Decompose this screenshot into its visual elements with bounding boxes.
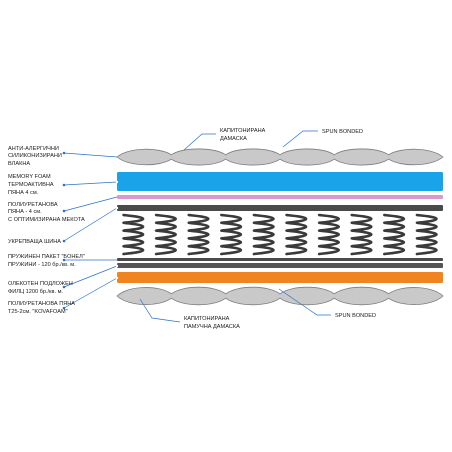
spring-coil xyxy=(252,213,275,256)
leader-bottom-spun xyxy=(278,288,331,316)
label-bottom-spun-bonded: SPUN BONDED xyxy=(335,313,376,319)
bottom-quilted-fabric xyxy=(116,286,444,306)
soft-foam-layer xyxy=(117,195,443,199)
spring-coil xyxy=(187,213,210,256)
spring-coil xyxy=(350,213,373,256)
orange-foam-layer xyxy=(117,272,443,283)
spring-coil xyxy=(220,213,243,256)
leader-top-damask xyxy=(183,133,216,151)
leader-t25-foam xyxy=(63,277,118,309)
bottom-quilted-layer xyxy=(116,286,444,306)
spring-coil xyxy=(317,213,340,256)
layer-markers xyxy=(115,180,119,280)
label-top-spun-bonded: SPUN BONDED xyxy=(322,129,363,135)
leader-dot xyxy=(62,209,66,213)
leader-memory-foam xyxy=(63,181,118,186)
leader-dot xyxy=(62,183,66,187)
leader-dots xyxy=(62,151,66,310)
label-felt-base: ОЛЕКОТЕН ПОДЛОЖЕН ФИЛЦ 1200 бр./кв. м. xyxy=(8,281,74,295)
spring-coil xyxy=(154,213,177,256)
leader-reinforcing-strip xyxy=(63,207,118,242)
spring-coil xyxy=(285,213,308,256)
layer-marker xyxy=(115,264,119,268)
label-polyurethane-foam-t25: ПОЛИУРЕТАНОВА ПЯНА Т25-2см. "KOVAFOAM" xyxy=(8,301,77,315)
leader-felt xyxy=(63,265,118,288)
leader-soft-foam xyxy=(63,196,118,212)
leader-lines xyxy=(63,130,331,323)
reinforcing-strip-bottom xyxy=(117,258,443,261)
layer-marker xyxy=(115,180,119,184)
top-quilted-layer xyxy=(116,148,444,166)
leader-dot xyxy=(62,285,66,289)
leader-dot xyxy=(62,239,66,243)
label-bottom-quilted-cotton-damask: КАПИТОНИРАНА ПАМУЧНА ДАМАСКА xyxy=(184,316,240,330)
leader-top-spun xyxy=(282,130,318,148)
label-memory-foam: MEMORY FOAM ТЕРМОАКТИВНА ПЯНА 4 см. xyxy=(8,174,55,196)
top-quilted-fabric xyxy=(116,148,444,166)
felt-base-layer xyxy=(117,263,443,268)
leader-anti-allergic xyxy=(63,152,118,158)
leader-bottom-damask xyxy=(139,298,181,323)
label-reinforcing-strip: УКРЕПВАЩА ШИНА xyxy=(8,239,61,245)
layer-marker xyxy=(115,206,119,210)
leader-dot xyxy=(62,306,66,310)
reinforcing-strip-top xyxy=(117,205,443,211)
spring-coil xyxy=(415,213,438,256)
layer-marker xyxy=(115,276,119,280)
label-top-quilted-damask: КАПИТОНИРАНА ДАМАСКА xyxy=(220,128,267,142)
spring-coil xyxy=(122,213,145,256)
leader-dot xyxy=(62,258,66,262)
memory-foam-layer xyxy=(117,172,443,191)
bonnell-spring-unit xyxy=(122,213,438,256)
label-anti-allergic-fibers: АНТИ-АЛЕРГИЧНИ СИЛИКОНИЗИРАНИ ВЛАКНА xyxy=(8,146,63,167)
spring-coil xyxy=(383,213,406,256)
label-polyurethane-foam-soft: ПОЛИУРЕТАНОВА ПЯНА - 4 см. С ОПТИМИЗИРАН… xyxy=(8,202,85,223)
label-bonnell-springs: ПРУЖИНЕН ПАКЕТ "БОНЕЛ" ПРУЖИНИ - 120 бр.… xyxy=(8,254,86,268)
leader-dot xyxy=(62,151,66,155)
